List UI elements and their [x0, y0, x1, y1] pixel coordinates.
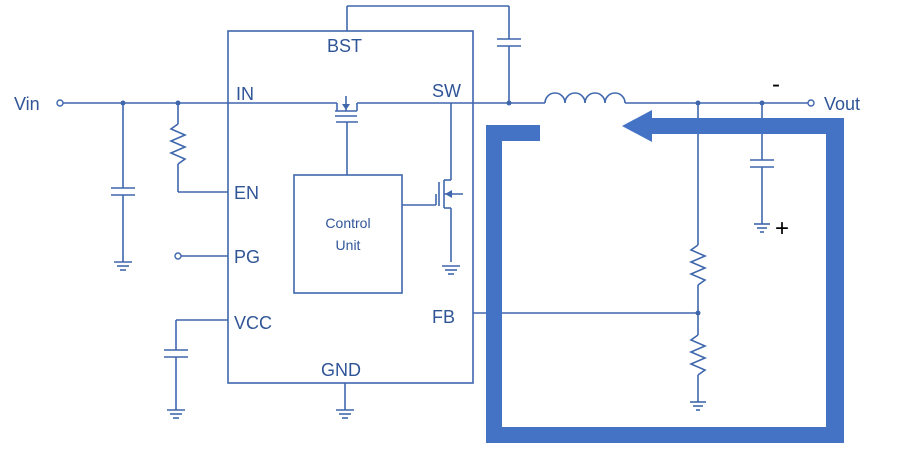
vin-label: Vin	[14, 94, 40, 114]
ground-symbol-feedback	[690, 401, 706, 411]
output-inductor	[473, 92, 808, 106]
pin-label-en: EN	[234, 183, 259, 203]
polarity-minus: -	[772, 71, 780, 98]
ic-body	[227, 30, 474, 384]
ground-symbol-low-side	[442, 265, 460, 275]
current-direction-arrow	[622, 110, 652, 142]
pin-label-pg: PG	[234, 247, 260, 267]
control-unit-label-line2: Unit	[336, 237, 361, 253]
pin-label-bst: BST	[327, 36, 362, 56]
pin-label-fb: FB	[432, 307, 455, 327]
ground-symbol-vcc-cap	[167, 409, 185, 419]
control-unit-block	[293, 174, 403, 294]
ground-symbol-input-cap	[114, 261, 132, 271]
vin-input-net	[56, 99, 228, 107]
polarity-plus: +	[775, 215, 789, 242]
pin-label-in: IN	[236, 84, 254, 104]
low-side-mosfet	[402, 103, 463, 262]
input-capacitor	[111, 103, 135, 262]
pin-label-sw: SW	[432, 81, 461, 101]
control-unit-label-line1: Control	[325, 215, 370, 231]
vout-label: Vout	[824, 94, 860, 114]
high-side-mosfet	[228, 96, 473, 175]
vcc-capacitor	[164, 319, 228, 410]
pin-label-gnd: GND	[321, 360, 361, 380]
pg-net	[174, 252, 228, 260]
feedback-divider-bottom-resistor	[688, 313, 708, 402]
vin-terminal	[56, 99, 64, 107]
bootstrap-capacitor	[346, 5, 521, 106]
en-resistor	[168, 103, 228, 193]
current-loop-highlight	[486, 110, 844, 443]
pin-label-vcc: VCC	[234, 313, 272, 333]
pg-terminal	[174, 252, 182, 260]
vout-terminal	[807, 99, 815, 107]
ground-symbol-output-cap	[754, 223, 770, 233]
ic-ground	[336, 383, 354, 419]
feedback-divider-top-resistor	[688, 103, 708, 316]
